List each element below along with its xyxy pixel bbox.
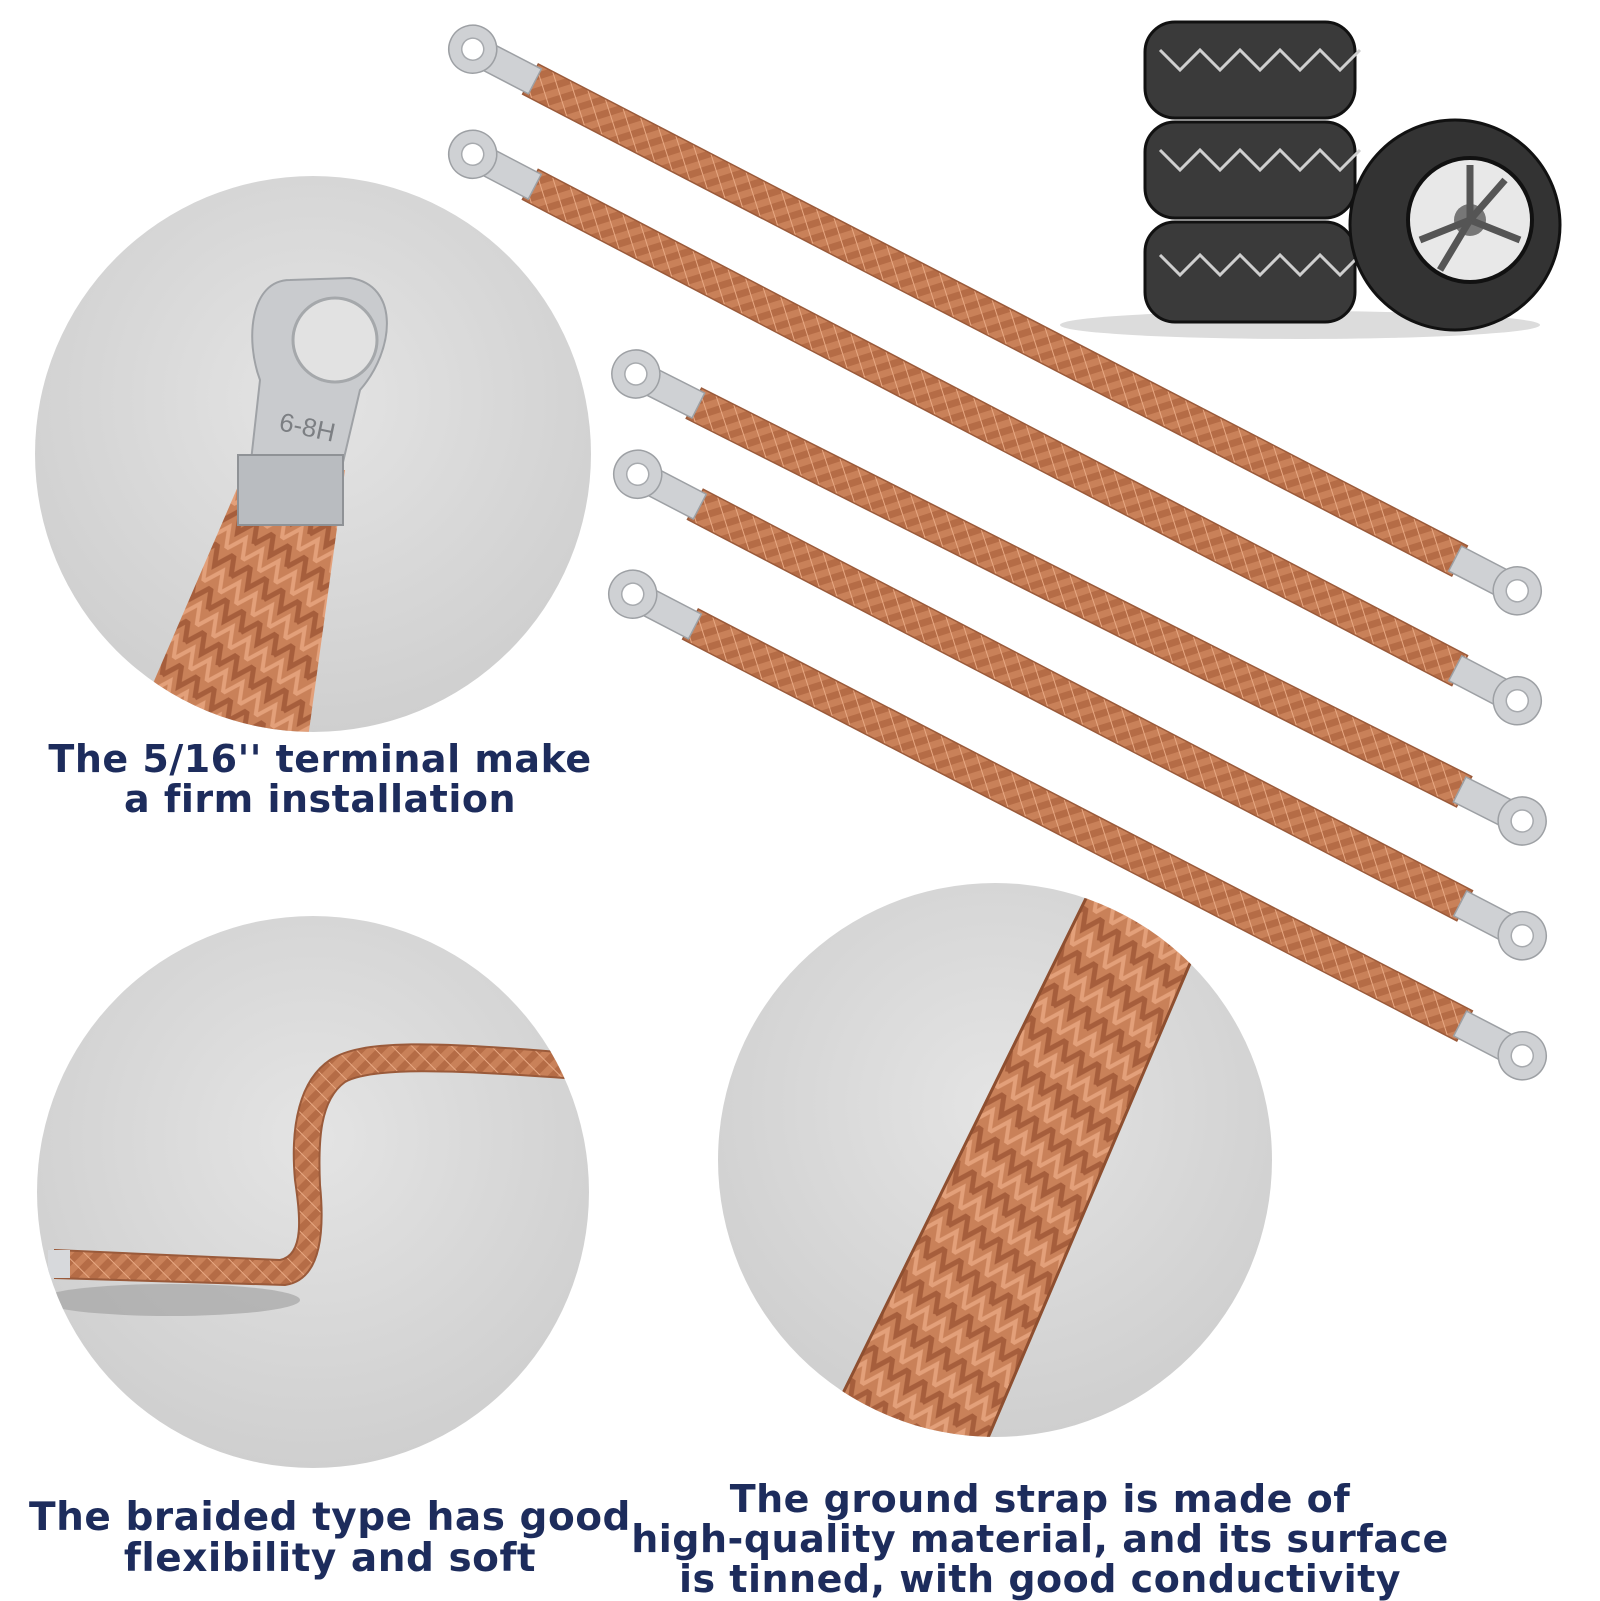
- braided-caption-line1: The braided type has good: [29, 1495, 631, 1540]
- ground-strap: [612, 449, 1548, 961]
- strap-hole-left: [625, 462, 650, 487]
- braid-texture-closeup: [718, 883, 1272, 1437]
- strap-hole-right: [1510, 1044, 1534, 1068]
- strap-hole-right: [1510, 809, 1534, 833]
- strap-hole-right: [1505, 688, 1530, 713]
- strap-hole-left: [460, 142, 485, 167]
- braided-caption: The braided type has good flexibility an…: [20, 1495, 640, 1581]
- tires-illustration: [1060, 20, 1580, 340]
- braided-caption-line2: flexibility and soft: [123, 1535, 537, 1581]
- strap-hole-right: [1510, 923, 1535, 948]
- terminal-caption: The 5/16'' terminal make a firm installa…: [40, 737, 600, 821]
- ground-straps: [447, 24, 1548, 1081]
- strap-hole-right: [1505, 579, 1529, 603]
- ground-strap: [447, 129, 1543, 726]
- terminal-closeup: 6-8H: [35, 176, 591, 732]
- ground-caption-line3: is tinned, with good conductivity: [678, 1556, 1402, 1601]
- ground-caption-line2: high-quality material, and its surface: [631, 1516, 1449, 1561]
- terminal-caption-line1: The 5/16'' terminal make: [48, 737, 592, 781]
- strap-hole-left: [461, 37, 485, 61]
- braid-flex-closeup: [37, 916, 589, 1468]
- strap-hole-left: [624, 362, 648, 386]
- strap-braid: [686, 488, 1474, 922]
- strap-hole-left: [621, 582, 645, 606]
- terminal-caption-line2: a firm installation: [123, 776, 517, 821]
- ground-caption: The ground strap is made of high-quality…: [615, 1477, 1465, 1601]
- ground-strap: [608, 569, 1547, 1081]
- ground-strap: [611, 349, 1547, 846]
- ground-caption-line1: The ground strap is made of: [729, 1477, 1351, 1521]
- ground-strap: [448, 24, 1542, 616]
